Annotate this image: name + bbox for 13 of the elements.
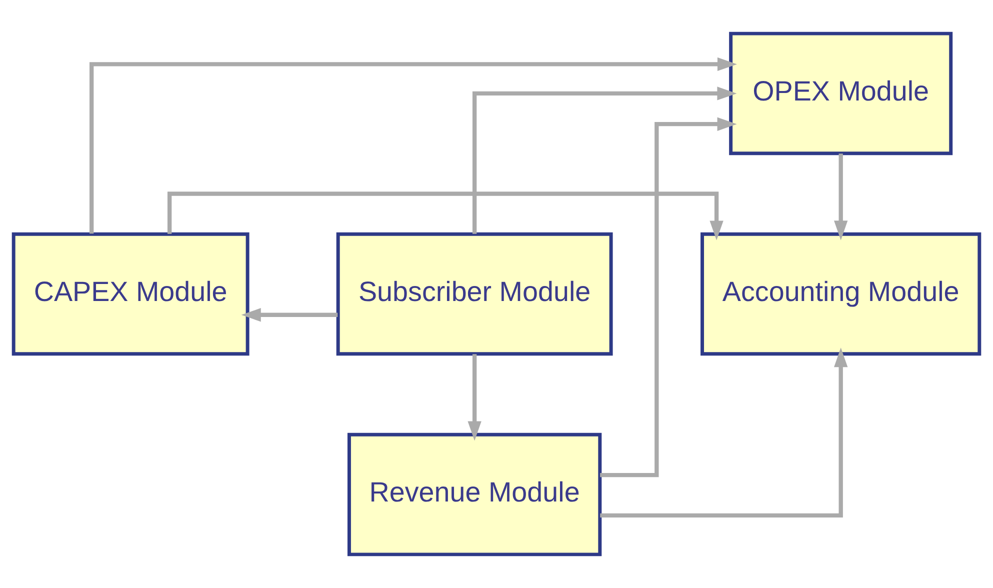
arrow (167, 192, 724, 240)
node-box: OPEX Module (729, 32, 953, 156)
arrow (600, 348, 848, 518)
arrow (468, 354, 482, 441)
node-box: Subscriber Module (336, 232, 613, 356)
arrow (600, 117, 737, 478)
arrow (472, 86, 737, 234)
arrow (90, 57, 738, 234)
arrow (241, 308, 338, 322)
node-box: CAPEX Module (12, 232, 250, 356)
node-box: Revenue Module (347, 432, 602, 556)
arrow (834, 154, 848, 240)
node-box: Accounting Module (700, 232, 982, 356)
